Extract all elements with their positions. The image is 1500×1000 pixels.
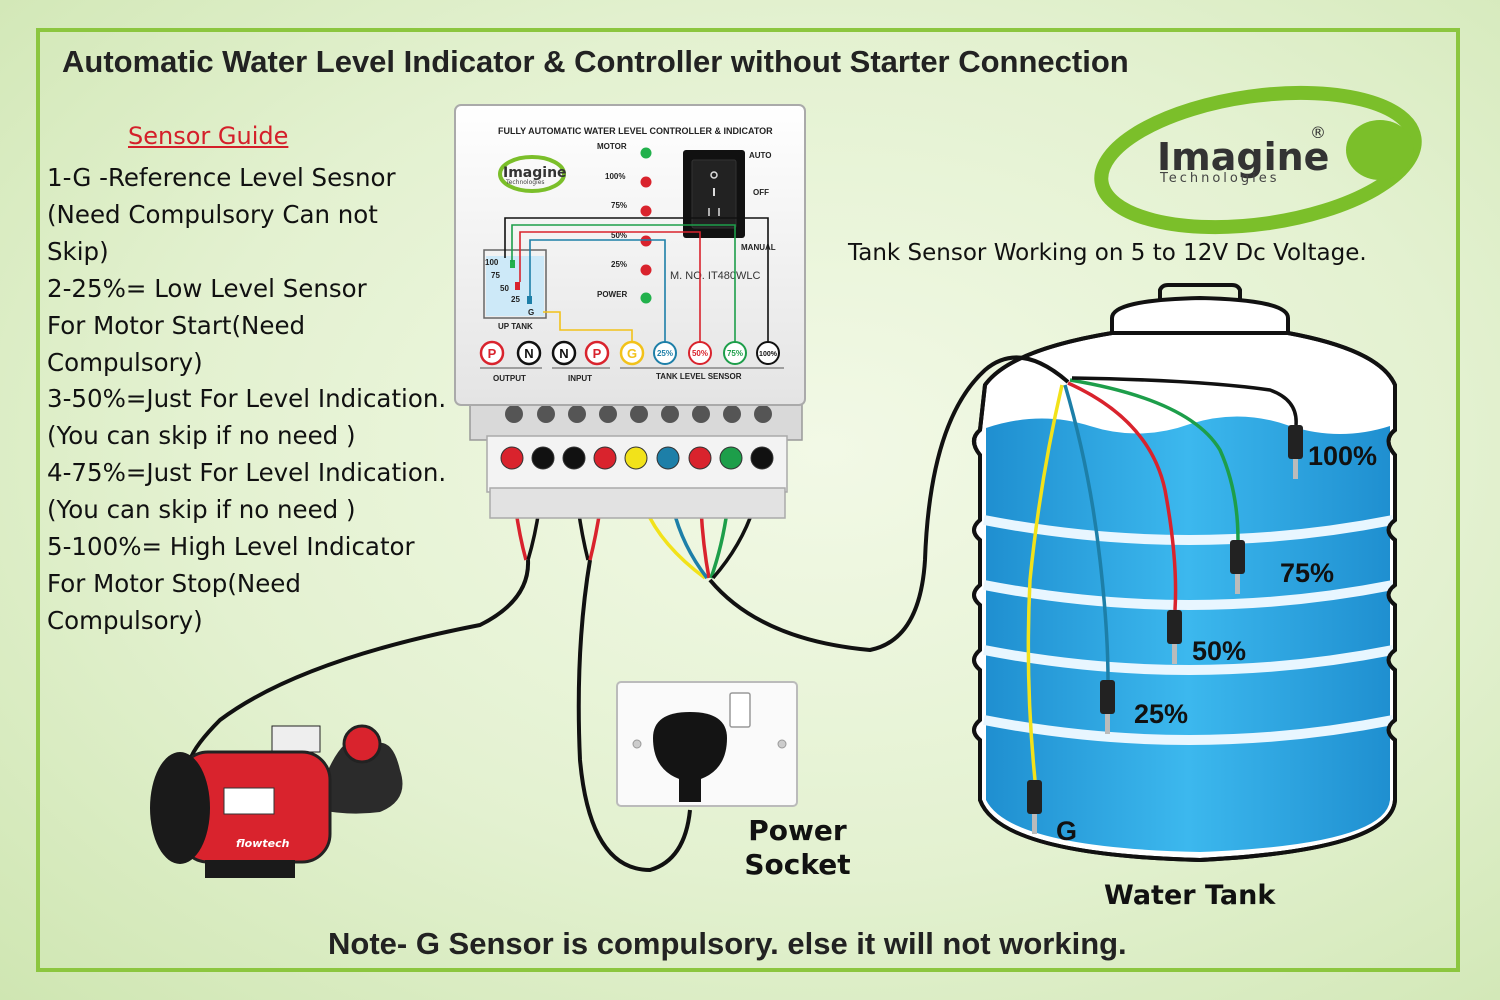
- switch-label-manual: MANUAL: [741, 243, 776, 252]
- brand-logo: Imagine Technologies ®: [1094, 85, 1422, 235]
- led-label-motor: MOTOR: [597, 142, 627, 151]
- terminal-label-75: 75%: [727, 349, 743, 358]
- pump-brand: flowtech: [236, 837, 290, 850]
- group-tank-sensor: TANK LEVEL SENSOR: [656, 372, 742, 381]
- terminal-label-n2: N: [559, 346, 568, 361]
- model-number: M. NO. IT480WLC: [670, 270, 761, 282]
- group-output: OUTPUT: [493, 374, 526, 383]
- probe-25: [1100, 680, 1115, 734]
- guide-line: 1-G -Reference Level Sesnor: [47, 163, 396, 192]
- brand-name: Imagine: [1157, 135, 1329, 179]
- terminal-label-100: 100%: [759, 351, 778, 358]
- external-cables: [188, 355, 1070, 873]
- mode-switch: AUTO OFF MANUAL: [683, 150, 776, 252]
- probe-50: [1167, 610, 1182, 664]
- face-terminals: P N N P G 25% 50% 75% 100%: [479, 340, 780, 366]
- mini-tank-50: 50: [500, 284, 509, 293]
- status-leds: MOTOR 100% 75% 50% 25% POWER: [597, 142, 652, 304]
- tank-level-50: 50%: [1192, 636, 1246, 666]
- power-socket-label: Power Socket: [744, 814, 851, 881]
- probe-g: [1027, 780, 1042, 834]
- switch-label-off: OFF: [753, 188, 769, 197]
- terminal-label-g: G: [627, 346, 637, 361]
- led-motor: [640, 147, 652, 159]
- sensor-probes: [1027, 425, 1303, 834]
- switch-label-auto: AUTO: [749, 151, 772, 160]
- guide-line: Skip): [47, 236, 109, 266]
- tank-level-25: 25%: [1134, 699, 1188, 729]
- tank-sensor-wires: [1026, 376, 1298, 781]
- terminal-screws: [505, 405, 772, 423]
- mini-tank-100: 100: [485, 258, 499, 267]
- controller-brand: Imagine: [503, 165, 567, 181]
- page-title: Automatic Water Level Indicator & Contro…: [62, 44, 1129, 79]
- led-label-25: 25%: [611, 260, 627, 269]
- guide-line: 5-100%= High Level Indicator: [47, 532, 415, 562]
- led-label-100: 100%: [605, 172, 625, 181]
- tank-cable: [708, 355, 1070, 653]
- terminal-label-n1: N: [524, 346, 533, 361]
- led-label-75: 75%: [611, 201, 627, 210]
- tank-level-100: 100%: [1308, 441, 1377, 471]
- pump-cable: [188, 559, 531, 761]
- led-75: [640, 205, 652, 217]
- guide-line: 2-25%= Low Level Sensor: [47, 273, 367, 303]
- terminal-label-p2: P: [593, 346, 602, 361]
- guide-line: (You can skip if no need ): [47, 421, 356, 451]
- mini-tank-label: UP TANK: [498, 322, 533, 331]
- brand-reg: ®: [1310, 123, 1326, 142]
- mini-tank: 100 75 50 25 G UP TANK: [483, 249, 547, 331]
- guide-line: 4-75%=Just For Level Indication.: [47, 458, 447, 488]
- water-pump: flowtech: [150, 724, 403, 878]
- water-tank-label: Water Tank: [1104, 880, 1276, 911]
- guide-line: (You can skip if no need ): [47, 495, 356, 525]
- controller-unit: FULLY AUTOMATIC WATER LEVEL CONTROLLER &…: [454, 104, 806, 519]
- g-sensor-note: Note- G Sensor is compulsory. else it wi…: [328, 926, 1127, 961]
- terminal-label-50: 50%: [692, 349, 708, 358]
- guide-line: (Need Compulsory Can not: [47, 199, 378, 229]
- led-50: [640, 235, 652, 247]
- sensor-guide-heading: Sensor Guide: [128, 122, 289, 150]
- power-socket: [616, 681, 798, 807]
- terminal-label-25: 25%: [657, 349, 673, 358]
- guide-line: For Motor Stop(Need: [47, 568, 301, 598]
- led-100: [640, 176, 652, 188]
- probe-75: [1230, 540, 1245, 594]
- probe-100: [1288, 425, 1303, 479]
- tank-level-g: G: [1056, 816, 1077, 846]
- tank-level-75: 75%: [1280, 558, 1334, 588]
- guide-line: Compulsory): [47, 605, 203, 635]
- guide-line: For Motor Start(Need: [47, 310, 306, 340]
- socket-cable: [576, 559, 692, 873]
- led-label-power: POWER: [597, 290, 627, 299]
- mini-tank-75: 75: [491, 271, 500, 280]
- internal-traces: [504, 217, 769, 345]
- terminal-label-p1: P: [488, 346, 497, 361]
- led-25: [640, 264, 652, 276]
- tank-voltage-note: Tank Sensor Working on 5 to 12V Dc Volta…: [848, 240, 1367, 266]
- group-input: INPUT: [568, 374, 592, 383]
- connection-pins: [500, 446, 774, 470]
- controller-header: FULLY AUTOMATIC WATER LEVEL CONTROLLER &…: [498, 126, 773, 136]
- led-label-50: 50%: [611, 231, 627, 240]
- guide-line: Compulsory): [47, 347, 203, 377]
- guide-line: 3-50%=Just For Level Indication.: [47, 384, 447, 414]
- mini-tank-g: G: [528, 308, 534, 317]
- brand-sub: Technologies: [1159, 171, 1280, 186]
- led-power: [640, 292, 652, 304]
- controller-brand-sub: Technologies: [505, 179, 545, 186]
- sensor-guide-list: 1-G -Reference Level Sesnor (Need Compul…: [47, 160, 446, 640]
- mini-tank-25: 25: [511, 295, 520, 304]
- water-tank: [972, 283, 1397, 863]
